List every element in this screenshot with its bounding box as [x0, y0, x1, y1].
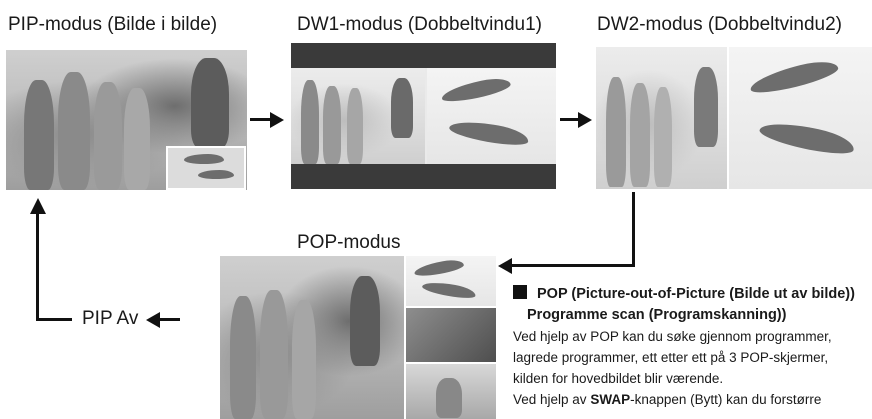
arrow-line	[250, 118, 272, 121]
arrow-line	[160, 318, 180, 321]
child-figure	[124, 88, 150, 190]
dw2-mode-label: DW2-modus (Dobbeltvindu2)	[597, 14, 842, 35]
dw2-mode-image	[596, 47, 872, 189]
arrow-right-icon	[578, 112, 592, 128]
child-figure	[260, 290, 288, 419]
photographer-figure	[694, 67, 718, 147]
body-line: kilden for hovedbildet blir værende.	[513, 371, 724, 386]
pop-description: POP (Picture-out-of-Picture (Bilde ut av…	[513, 284, 872, 410]
letterbox-bar	[291, 164, 556, 189]
child-figure	[347, 88, 363, 164]
section-heading: POP (Picture-out-of-Picture (Bilde ut av…	[513, 284, 872, 305]
child-figure	[94, 82, 122, 190]
letterbox-bar	[291, 43, 556, 68]
figure-shape	[436, 378, 462, 418]
pop-sub-window-3	[406, 364, 496, 419]
dolphin-shape	[747, 56, 841, 98]
connector-line	[632, 192, 635, 266]
child-figure	[292, 300, 316, 419]
body-line: lagrede programmer, ett etter ett på 3 P…	[513, 350, 829, 365]
pop-mode-label: POP-modus	[297, 232, 401, 253]
body-line: Ved hjelp av POP kan du søke gjennom pro…	[513, 329, 832, 344]
dw2-right-window	[729, 47, 872, 189]
dolphin-shape	[184, 154, 224, 164]
pip-off-label: PIP Av	[82, 308, 139, 329]
heading-line-1: POP (Picture-out-of-Picture (Bilde ut av…	[537, 286, 855, 302]
swap-key-name: SWAP	[590, 392, 631, 407]
child-figure	[230, 296, 256, 419]
dolphin-shape	[757, 117, 857, 159]
photographer-figure	[191, 58, 229, 148]
swap-suffix: -knappen (Bytt) kan du forstørre	[630, 392, 822, 407]
child-figure	[323, 86, 341, 164]
child-figure	[654, 87, 672, 187]
arrow-line	[560, 118, 580, 121]
bullet-square-icon	[513, 285, 527, 299]
pip-mode-label: PIP-modus (Bilde i bilde)	[8, 14, 218, 35]
connector-line	[38, 318, 72, 321]
dw2-left-window	[596, 47, 727, 189]
pip-sub-window	[166, 146, 246, 190]
arrow-left-icon	[498, 258, 512, 274]
connector-line	[512, 264, 635, 267]
dolphin-shape	[440, 74, 512, 106]
child-figure	[630, 83, 650, 187]
dw1-mode-label: DW1-modus (Dobbeltvindu1)	[297, 14, 542, 35]
child-figure	[24, 80, 54, 190]
pop-sub-window-1	[406, 256, 496, 308]
arrow-left-icon	[146, 312, 160, 328]
arrow-up-icon	[30, 198, 46, 214]
dolphin-shape	[413, 257, 465, 279]
dw1-left-window	[291, 68, 425, 164]
dolphin-shape	[198, 170, 234, 179]
dw1-mode-image	[291, 43, 556, 189]
pip-mode-image	[6, 50, 247, 190]
pop-mode-image	[220, 256, 496, 419]
photographer-figure	[391, 78, 413, 138]
pop-main-window	[220, 256, 404, 419]
pop-sub-window-2	[406, 308, 496, 364]
dolphin-shape	[448, 117, 530, 149]
child-figure	[606, 77, 626, 187]
swap-prefix: Ved hjelp av	[513, 392, 591, 407]
photographer-figure	[350, 276, 380, 366]
connector-line	[36, 214, 39, 321]
arrow-right-icon	[270, 112, 284, 128]
child-figure	[58, 72, 90, 190]
swap-line: Ved hjelp av SWAP-knappen (Bytt) kan du …	[513, 389, 872, 410]
dw1-right-window	[427, 68, 556, 164]
heading-line-2: Programme scan (Programskanning))	[527, 307, 787, 323]
child-figure	[301, 80, 319, 164]
dolphin-shape	[421, 279, 477, 301]
